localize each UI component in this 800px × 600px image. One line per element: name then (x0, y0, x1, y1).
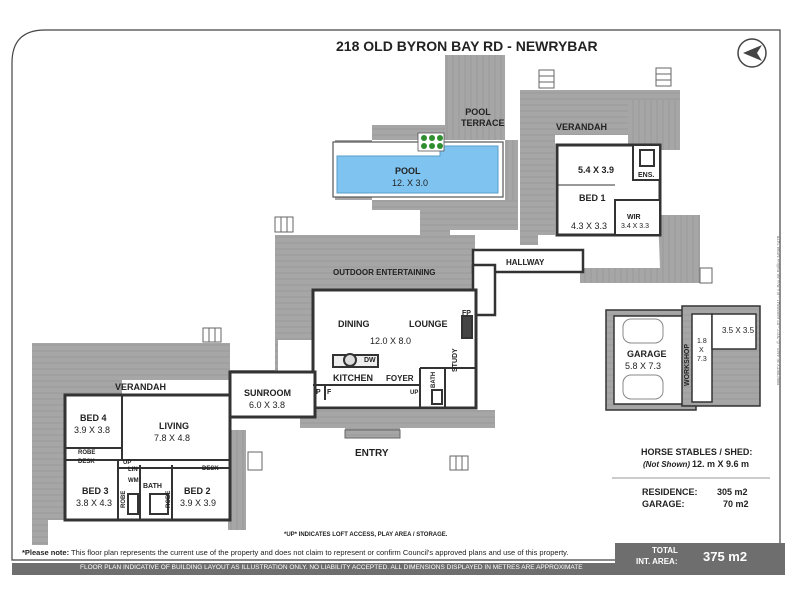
master-size: 5.4 X 3.9 (578, 165, 615, 175)
study-label: STUDY (452, 348, 459, 372)
shed-size: 3.5 X 3.5 (722, 326, 755, 335)
bath-label: BATH (143, 483, 162, 490)
residence-label: RESIDENCE: (642, 487, 698, 497)
p-label: P (316, 389, 321, 396)
pool-label: POOL (395, 166, 421, 176)
sunroom-label: SUNROOM (244, 388, 291, 398)
stables-size: 12. m X 9.6 m (692, 459, 750, 469)
bed2-label: BED 2 (184, 486, 211, 496)
robe3-label: ROBE (166, 490, 172, 508)
up-note: *UP* INDICATES LOFT ACCESS, PLAY AREA / … (284, 532, 448, 538)
pool-plants (417, 132, 445, 152)
dw-label: DW (364, 357, 376, 364)
lin-label: LIN (128, 467, 138, 473)
kitchen-label: KITCHEN (333, 373, 373, 383)
total-label-2: INT. AREA: (636, 557, 678, 566)
pool-size: 12. X 3.0 (392, 178, 429, 188)
workshop-label: WORKSHOP (684, 344, 691, 386)
desk2-label: DESK (202, 466, 219, 472)
garage-label: GARAGE (627, 349, 667, 359)
not-shown-label: (Not Shown) (643, 460, 691, 469)
disclaimer: FLOOR PLAN INDICATIVE OF BUILDING LAYOUT… (80, 564, 583, 571)
please-note: *Please note: This floor plan represents… (22, 548, 568, 557)
robe2-label: ROBE (121, 490, 127, 508)
please-note-text: This floor plan represents the current u… (69, 548, 569, 557)
bed1-label: BED 1 (579, 193, 606, 203)
workshop-x: X (699, 347, 704, 354)
compass-arrow-icon (737, 38, 767, 68)
ens-label: ENS. (638, 172, 655, 179)
robe1-label: ROBE (78, 450, 96, 456)
up-lower-label: UP (123, 460, 132, 466)
bed3-size: 3.8 X 4.3 (76, 498, 113, 508)
wir-size: 3.4 X 3.3 (621, 223, 650, 230)
bottom-bar (12, 563, 780, 575)
living-size: 7.8 X 4.8 (154, 433, 191, 443)
interior-walls (65, 149, 655, 520)
stables-label: HORSE STABLES / SHED: (641, 447, 753, 457)
bed2-size: 3.9 X 3.9 (180, 498, 217, 508)
bed4-label: BED 4 (80, 413, 107, 423)
total-area-box (615, 543, 785, 575)
living-label: LIVING (159, 421, 190, 431)
sunroom-size: 6.0 X 3.8 (249, 400, 286, 410)
interior (63, 143, 662, 522)
residence-value: 305 m2 (717, 487, 748, 497)
hallway-label: HALLWAY (506, 258, 545, 267)
pool-terrace-label: POOL TERRACE (461, 107, 505, 128)
desk1-label: DESK (78, 459, 95, 465)
fp-label: FP (462, 310, 471, 317)
please-note-label: *Please note: (22, 548, 70, 557)
up-foyer-label: UP (410, 390, 419, 396)
entry-label: ENTRY (355, 448, 389, 459)
dining-size: 12.0 X 8.0 (370, 336, 412, 346)
stairs (202, 67, 713, 471)
workshop-width: 1.8 (697, 338, 707, 345)
bed1-size: 4.3 X 3.3 (571, 221, 608, 231)
workshop-length: 7.3 (697, 356, 707, 363)
garage-area-label: GARAGE: (642, 499, 685, 509)
wm-label: WM (128, 478, 139, 484)
total-value: 375 m2 (703, 549, 748, 564)
total-label-1: TOTAL (652, 546, 678, 555)
lounge-label: LOUNGE (409, 319, 448, 329)
foyer-label: FOYER (386, 374, 414, 383)
dining-label: DINING (338, 319, 370, 329)
garage-area-value: 70 m2 (723, 499, 749, 509)
f-label: F (327, 389, 332, 396)
bath-small-label: BATH (431, 371, 437, 388)
bed3-label: BED 3 (82, 486, 109, 496)
garage-size: 5.8 X 7.3 (625, 361, 662, 371)
bed4-size: 3.9 X 3.8 (74, 425, 111, 435)
verandah-left-label: VERANDAH (115, 382, 167, 392)
page-title: 218 OLD BYRON BAY RD - NEWRYBAR (336, 38, 598, 54)
wir-label: WIR (627, 214, 641, 221)
verandah-top-label: VERANDAH (556, 122, 608, 132)
copyright: PRIORITY PLANS - © 2012 - 02 66858841 - … (776, 235, 781, 385)
outdoor-entertaining-label: OUTDOOR ENTERTAINING (333, 268, 436, 277)
garage-block (605, 305, 761, 411)
